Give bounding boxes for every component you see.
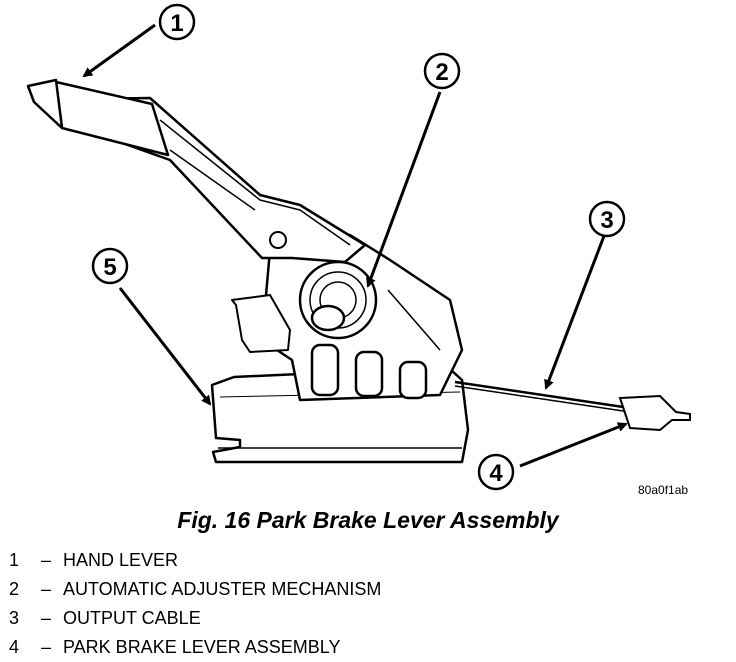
park-brake-lever-diagram: 1 2 3 4 5 [26, 3, 691, 491]
legend-label: PARK BRAKE LEVER ASSEMBLY [63, 637, 341, 657]
legend-item: 1–HAND LEVER [9, 546, 381, 575]
legend-dash: – [40, 550, 51, 570]
hand-lever-illustration [26, 78, 367, 264]
callout-number: 5 [103, 254, 116, 281]
image-reference-code: 80a0f1ab [638, 483, 689, 497]
legend-number: 1 [9, 550, 20, 570]
legend-dash: – [40, 637, 51, 657]
legend-label: OUTPUT CABLE [63, 608, 201, 628]
callout-arrow-4 [519, 422, 628, 468]
callout-arrow-3 [544, 235, 606, 390]
callout-number: 2 [435, 59, 448, 86]
callout-number: 1 [170, 10, 183, 37]
legend-number: 2 [9, 579, 20, 599]
legend-item: 2–AUTOMATIC ADJUSTER MECHANISM [9, 575, 381, 604]
legend-label: AUTOMATIC ADJUSTER MECHANISM [63, 579, 382, 599]
callout-arrow-5 [118, 287, 212, 406]
output-cable-illustration [454, 380, 691, 432]
legend-number: 3 [9, 608, 20, 628]
legend-number: 4 [9, 637, 20, 657]
figure-caption: Fig. 16 Park Brake Lever Assembly [177, 507, 559, 533]
callout-arrow-2 [366, 91, 442, 288]
legend-list: 1–HAND LEVER 2–AUTOMATIC ADJUSTER MECHAN… [9, 546, 381, 662]
callout-2: 2 [423, 52, 461, 90]
legend-label: HAND LEVER [63, 550, 179, 570]
callout-arrow-1 [82, 23, 156, 78]
callout-arrows [82, 23, 628, 468]
legend-dash: – [40, 608, 51, 628]
legend-item: 4–PARK BRAKE LEVER ASSEMBLY [9, 633, 381, 662]
callout-number: 3 [600, 207, 613, 234]
callout-3: 3 [588, 200, 626, 238]
callout-1: 1 [158, 3, 196, 41]
callout-5: 5 [91, 247, 129, 285]
callout-4: 4 [477, 453, 515, 491]
legend-item: 3–OUTPUT CABLE [9, 604, 381, 633]
callout-number: 4 [489, 460, 503, 487]
legend-dash: – [40, 579, 51, 599]
